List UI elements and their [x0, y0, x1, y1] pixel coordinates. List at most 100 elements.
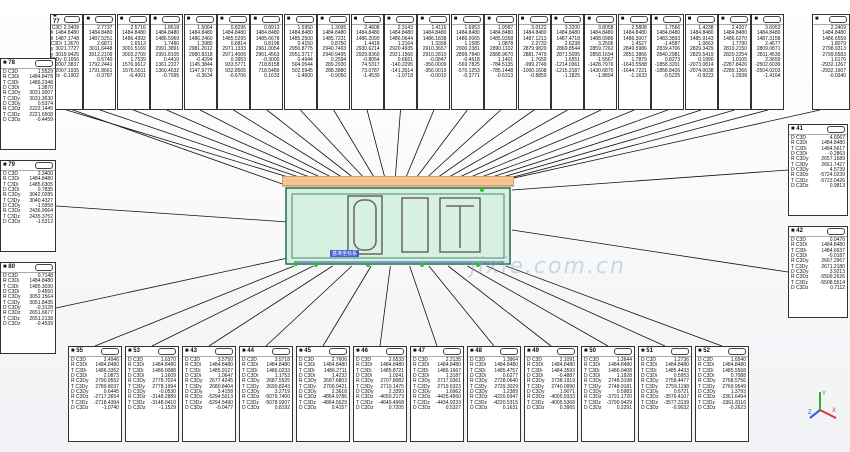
annotation-toggle[interactable] [563, 16, 581, 23]
annotation-toggle[interactable] [429, 16, 448, 23]
annotation-toggle[interactable] [529, 16, 548, 23]
annotation-toggle[interactable] [215, 348, 233, 355]
annotation-toggle[interactable] [728, 348, 746, 355]
annotation-header: ■ [151, 15, 183, 25]
annotation-toggle[interactable] [162, 16, 181, 23]
annotation-toggle[interactable] [362, 16, 381, 23]
annotation-row: 2840.2981 [655, 52, 681, 58]
annotation-toggle[interactable] [386, 348, 404, 355]
annotation-toggle[interactable] [829, 16, 847, 23]
annotation-toggle[interactable] [95, 16, 114, 23]
annotation-toggle[interactable] [827, 126, 845, 133]
annotation-row-label: D C3Dy [185, 389, 203, 396]
annotation-toggle[interactable] [35, 162, 53, 169]
annotation-toggle[interactable] [295, 16, 314, 23]
part-model[interactable] [281, 175, 515, 270]
annotation-toggle[interactable] [329, 16, 348, 23]
annotation-row: 1.3095 [321, 25, 346, 31]
annotation-header: ■ [719, 15, 750, 25]
annotation-toggle[interactable] [396, 16, 414, 23]
annotation-row-value: -1.0718 [396, 73, 413, 80]
annotation-toggle[interactable] [557, 348, 575, 355]
annotation-toggle[interactable] [329, 348, 347, 355]
annotation-toggle[interactable] [730, 16, 748, 23]
annotation-row: 1.0878 [488, 41, 513, 47]
annotation-toggle[interactable] [63, 16, 80, 23]
annotation-toggle[interactable] [35, 60, 53, 67]
annotation-toggle[interactable] [262, 16, 281, 23]
annotation-row-value: 1.3964 [502, 357, 518, 363]
annotation-row: 2.2733 [522, 41, 546, 47]
annotation-toggle[interactable] [696, 16, 715, 23]
annotation-row-value: 1484.8480 [88, 30, 113, 37]
annotation-toggle[interactable] [128, 16, 147, 23]
annotation-toggle[interactable] [35, 264, 53, 271]
annotation-toggle[interactable] [827, 228, 845, 235]
annotation-row-value: 0.5327 [445, 405, 461, 412]
annotation-toggle[interactable] [496, 16, 515, 23]
annotation-toggle[interactable] [443, 348, 461, 355]
annotation-toggle[interactable] [596, 16, 615, 23]
annotation-toggle[interactable] [272, 348, 290, 355]
annotation-row-value: 0.2594 [330, 57, 347, 64]
annotation-row-value: -0.6313 [496, 73, 514, 80]
leader-line [55, 103, 289, 187]
annotation-row-value: 1484.8480 [556, 30, 580, 37]
annotation-row-value: 1791.8661 [88, 67, 113, 74]
annotation-toggle[interactable] [663, 16, 682, 23]
annotation-toggle[interactable] [671, 348, 689, 355]
annotation-toggle[interactable] [629, 16, 648, 23]
annotation-toggle[interactable] [763, 16, 782, 23]
annotation-toggle[interactable] [101, 348, 119, 355]
annotation-toggle[interactable] [158, 348, 176, 355]
annotation-toggle[interactable] [229, 16, 247, 23]
annotation-toggle[interactable] [614, 348, 632, 355]
annotation-toggle[interactable] [195, 16, 214, 23]
annotation-toggle[interactable] [462, 16, 481, 23]
annotation-toggle[interactable] [500, 348, 518, 355]
annotation-row: 1487.4718 [555, 36, 580, 42]
leader-line [133, 109, 318, 181]
